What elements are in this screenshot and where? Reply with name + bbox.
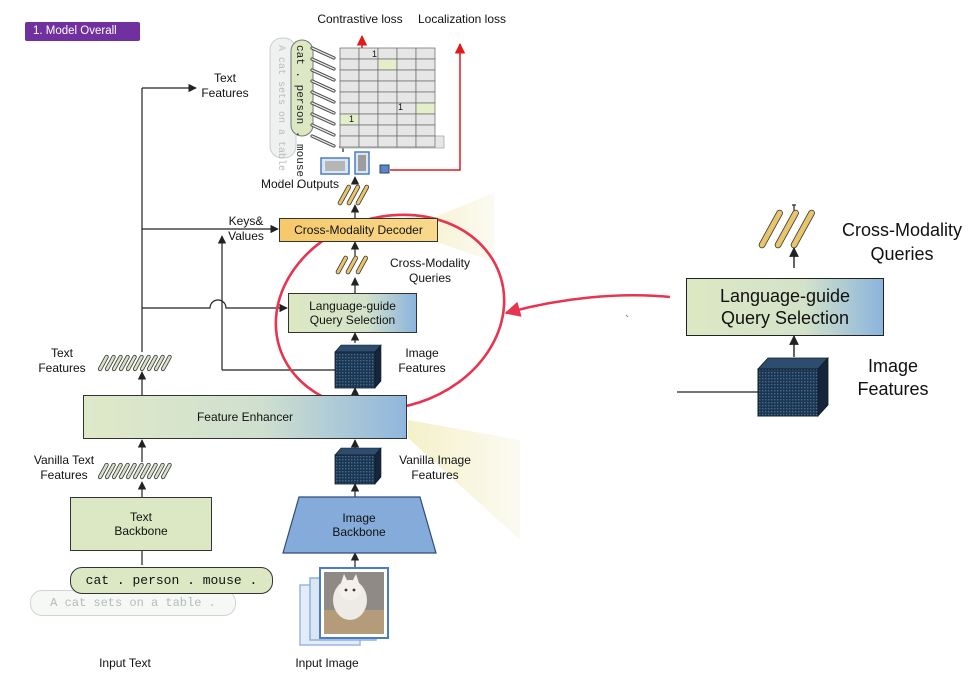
- zoom-query-selection-box: Language-guide Query Selection: [686, 278, 884, 336]
- cross-modality-queries-label: Cross-Modality Queries: [389, 256, 470, 285]
- projection-beam-top: [408, 193, 494, 262]
- vanilla-text-feature-bars: [97, 462, 172, 480]
- image-features-cube: [334, 344, 382, 389]
- zoom-cross-modality-queries-label: Cross-Modality Queries: [841, 220, 963, 264]
- localization-loss-arrow: [390, 42, 466, 171]
- image-features-label: Image Features: [398, 346, 446, 375]
- text-backbone-box: Text Backbone: [70, 497, 212, 551]
- text-features-left-label: Text Features: [38, 346, 86, 375]
- model-output-bars: [337, 184, 370, 206]
- localization-loss-label: Localization loss: [417, 12, 507, 26]
- caption-input-pill: A cat sets on a table .: [30, 590, 236, 616]
- grid-one-cell: 1: [398, 102, 404, 112]
- prompt-input-pill: cat . person . mouse .: [70, 567, 273, 594]
- image-backbone-shape: [282, 496, 437, 554]
- input-image-label: Input Image: [295, 656, 359, 670]
- vanilla-image-features-label: Vanilla Image Features: [399, 453, 471, 482]
- grid-rotated-caption: A cat sets on a table .: [275, 45, 287, 183]
- keys-values-label: Keys& Values: [228, 214, 264, 243]
- cross-modality-query-bars: [335, 255, 369, 275]
- query-selection-box: Language-guide Query Selection: [288, 293, 417, 333]
- cross-modality-decoder-box: Cross-Modality Decoder: [279, 218, 438, 242]
- input-image-stack: [299, 567, 389, 646]
- zoom-panel: [677, 204, 829, 418]
- text-feature-bars: [97, 354, 172, 372]
- grid-query-bars: [310, 46, 336, 148]
- grid-one-cell: 1: [349, 114, 355, 124]
- model-outputs-label: Model Outputs: [260, 177, 340, 191]
- grid-text-pills: [269, 37, 314, 159]
- contrastive-loss-label: Contrastive loss: [317, 12, 403, 26]
- text-features-top-label: Text Features: [201, 71, 249, 100]
- model-output-thumbnails: [320, 151, 390, 175]
- feature-enhancer-box: Feature Enhancer: [83, 395, 407, 439]
- projection-beam-bottom: [408, 420, 520, 540]
- vanilla-image-features-cube: [334, 447, 382, 485]
- alignment-grid: [339, 47, 445, 149]
- grid-rotated-prompt: cat . person . mouse .: [293, 45, 305, 190]
- zoom-image-features-label: Image Features: [857, 356, 929, 399]
- section-badge: 1. Model Overall: [25, 22, 140, 41]
- highlight-arrow: [504, 293, 671, 317]
- arrow-text-to-query-selection: [142, 299, 288, 313]
- image-backbone-label: Image Backbone: [332, 511, 386, 539]
- input-text-label: Input Text: [99, 656, 151, 670]
- grid-one-cell: 1: [372, 49, 378, 59]
- vanilla-text-features-label: Vanilla Text Features: [33, 453, 95, 482]
